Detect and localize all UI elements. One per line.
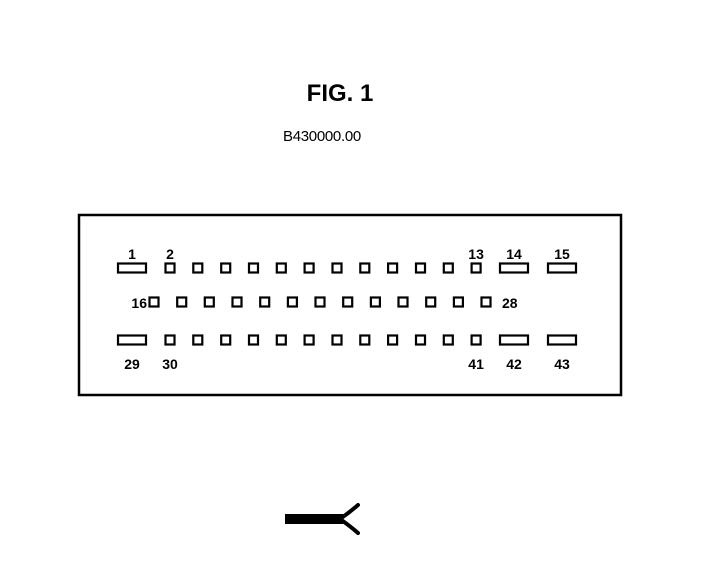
connector-pin-8 <box>331 262 343 274</box>
figure-title: FIG. 1 <box>306 80 374 107</box>
connector-pin-1 <box>116 262 148 274</box>
connector-pin-43 <box>546 334 578 346</box>
connector-pin-20 <box>259 296 271 308</box>
connector-pin-32 <box>220 334 232 346</box>
connector-pin-4 <box>220 262 232 274</box>
connector-pin-31 <box>192 334 204 346</box>
pin-label-15: 15 <box>554 246 570 262</box>
connector-pin-22 <box>314 296 326 308</box>
connector-pin-12 <box>442 262 454 274</box>
connector-pin-6 <box>275 262 287 274</box>
connector-pin-21 <box>286 296 298 308</box>
connector-pin-2 <box>164 262 176 274</box>
connector-pin-35 <box>303 334 315 346</box>
pin-label-16: 16 <box>131 295 147 311</box>
connector-pin-10 <box>387 262 399 274</box>
connector-pin-11 <box>414 262 427 274</box>
connector-pin-5 <box>247 262 260 274</box>
connector-housing <box>77 213 623 397</box>
harness-wire <box>285 514 343 524</box>
connector-pin-33 <box>247 334 260 346</box>
connector-pin-16 <box>148 296 160 308</box>
connector-pin-7 <box>303 262 315 274</box>
connector-pin-17 <box>176 296 188 308</box>
pin-label-29: 29 <box>124 356 140 372</box>
pin-label-43: 43 <box>554 356 570 372</box>
connector-pin-18 <box>203 296 215 308</box>
connector-pin-13 <box>470 262 482 274</box>
connector-pin-39 <box>414 334 427 346</box>
connector-pin-9 <box>359 262 371 274</box>
connector-pin-40 <box>442 334 454 346</box>
pin-label-30: 30 <box>162 356 178 372</box>
connector-pin-30 <box>164 334 176 346</box>
connector-pin-27 <box>452 296 464 308</box>
harness-wire-symbol <box>285 503 360 535</box>
connector-pin-38 <box>387 334 399 346</box>
connector-pin-37 <box>359 334 371 346</box>
pin-label-28: 28 <box>502 295 518 311</box>
connector-pins <box>116 262 578 346</box>
connector-pin-15 <box>546 262 578 274</box>
connector-pin-25 <box>397 296 409 308</box>
connector-pin-14 <box>498 262 530 274</box>
connector-pin-24 <box>369 296 381 308</box>
pin-label-42: 42 <box>506 356 522 372</box>
connector-pin-29 <box>116 334 148 346</box>
connector-pin-42 <box>498 334 530 346</box>
pin-label-1: 1 <box>128 246 136 262</box>
connector-pin-36 <box>331 334 343 346</box>
wire-fork-end <box>338 503 360 535</box>
connector-pin-41 <box>470 334 482 346</box>
connector-pin-3 <box>192 262 204 274</box>
connector-pin-19 <box>231 296 243 308</box>
pin-label-13: 13 <box>468 246 484 262</box>
connector-pin-34 <box>275 334 287 346</box>
connector-pin-26 <box>425 296 437 308</box>
pin-label-41: 41 <box>468 356 484 372</box>
connector-pin-28 <box>480 296 492 308</box>
pin-label-2: 2 <box>166 246 174 262</box>
part-code: B430000.00 <box>283 128 361 145</box>
pin-label-14: 14 <box>506 246 522 262</box>
connector-pin-23 <box>342 296 354 308</box>
